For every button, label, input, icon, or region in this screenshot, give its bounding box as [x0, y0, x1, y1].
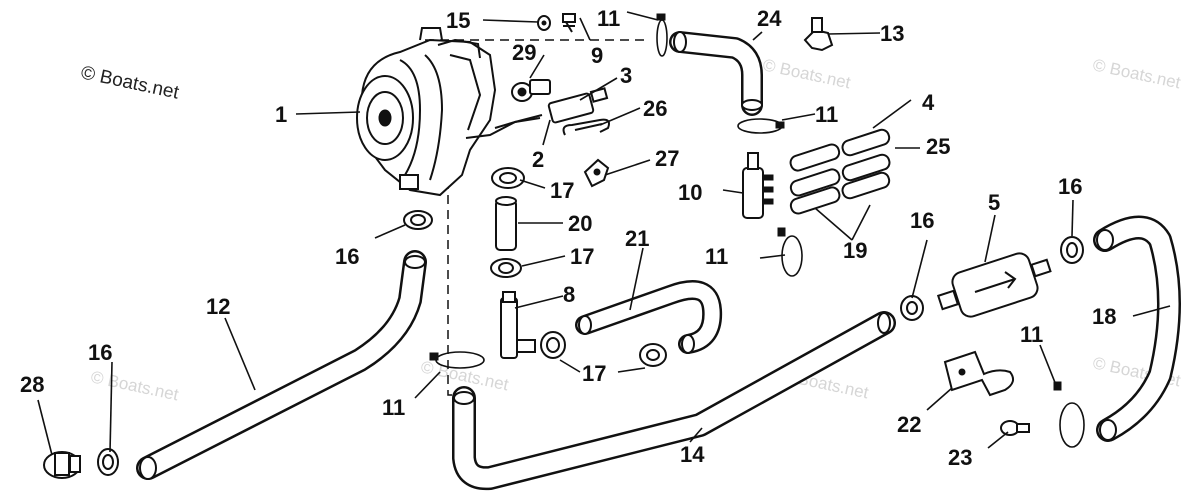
clamp-17: [540, 331, 566, 359]
callout-17: 17: [550, 178, 574, 203]
callout-10: 10: [678, 180, 702, 205]
callout-11: 11: [1020, 322, 1043, 347]
callout-12: 12: [206, 294, 230, 319]
callout-24: 24: [757, 6, 782, 31]
callout-15: 15: [446, 8, 470, 33]
clamp-22: [943, 350, 1015, 397]
callout-23: 23: [948, 445, 972, 470]
fuel-filter-5: [936, 252, 1052, 318]
callout-19: 19: [843, 238, 867, 263]
callout-9: 9: [591, 43, 603, 68]
watermark-faint: © Boats.net: [89, 367, 180, 404]
callout-29: 29: [512, 40, 536, 65]
callout-20: 20: [568, 211, 592, 236]
callout-16: 16: [1058, 174, 1082, 199]
callout-27: 27: [655, 146, 679, 171]
hose-pieces-4-25: [789, 128, 891, 215]
callout-8: 8: [563, 282, 575, 307]
clip-27: [583, 158, 610, 188]
plug-28: [43, 451, 81, 479]
connector-8: [500, 291, 536, 359]
clamp-11: [656, 13, 668, 57]
clamp-17: [491, 167, 525, 189]
callout-14: 14: [680, 442, 705, 467]
fitting-29: [511, 79, 551, 102]
hose-21: [575, 280, 723, 354]
screw-9: [562, 13, 576, 33]
sleeve-20: [495, 196, 517, 251]
callout-13: 13: [880, 21, 904, 46]
clamp-16: [97, 448, 119, 476]
hose-12: [136, 250, 427, 480]
clamp-11: [429, 351, 485, 369]
hose-18: [1093, 215, 1181, 442]
watermark-faint: © Boats.net: [1091, 55, 1182, 92]
clamp-16: [403, 210, 433, 230]
bolt-23: [1000, 420, 1030, 436]
callout-11: 11: [815, 102, 838, 127]
watermark-main: © Boats.net: [79, 62, 181, 103]
callout-16: 16: [88, 340, 112, 365]
clamp-16: [1060, 236, 1084, 264]
callout-5: 5: [988, 190, 1000, 215]
hose-24: [669, 31, 763, 116]
fuel-pump: [356, 27, 541, 197]
clamp-17: [639, 343, 667, 367]
callout-1: 1: [275, 102, 287, 127]
fitting-13: [803, 17, 834, 52]
callout-11: 11: [597, 6, 620, 31]
callout-18: 18: [1092, 304, 1116, 329]
callout-17: 17: [582, 361, 606, 386]
callout-22: 22: [897, 412, 921, 437]
alignment-line: [447, 180, 460, 396]
callout-11: 11: [382, 395, 405, 420]
callout-17: 17: [570, 244, 594, 269]
callout-16: 16: [335, 244, 359, 269]
callout-21: 21: [625, 226, 649, 251]
washer-15: [537, 15, 551, 31]
callout-labels: 1 2 3 4 5 8 9 10 11 11 11 11 11 12 13 14…: [20, 6, 1116, 470]
leader-lines: [37, 11, 1171, 456]
hose-14: [452, 311, 896, 491]
callout-3: 3: [620, 63, 632, 88]
bracket-26: [562, 118, 610, 136]
callout-28: 28: [20, 372, 44, 397]
clamp-17: [490, 258, 522, 278]
clamp-16: [900, 295, 924, 321]
callout-11: 11: [705, 244, 728, 269]
clamp-11: [1053, 381, 1085, 448]
callout-26: 26: [643, 96, 667, 121]
callout-25: 25: [926, 134, 950, 159]
callout-4: 4: [922, 90, 935, 115]
callout-2: 2: [532, 147, 544, 172]
callout-16: 16: [910, 208, 934, 233]
fitting-10: [742, 152, 774, 219]
clamp-11: [737, 118, 785, 134]
clamp-11: [777, 227, 803, 277]
watermark-faint: © Boats.net: [761, 55, 852, 92]
